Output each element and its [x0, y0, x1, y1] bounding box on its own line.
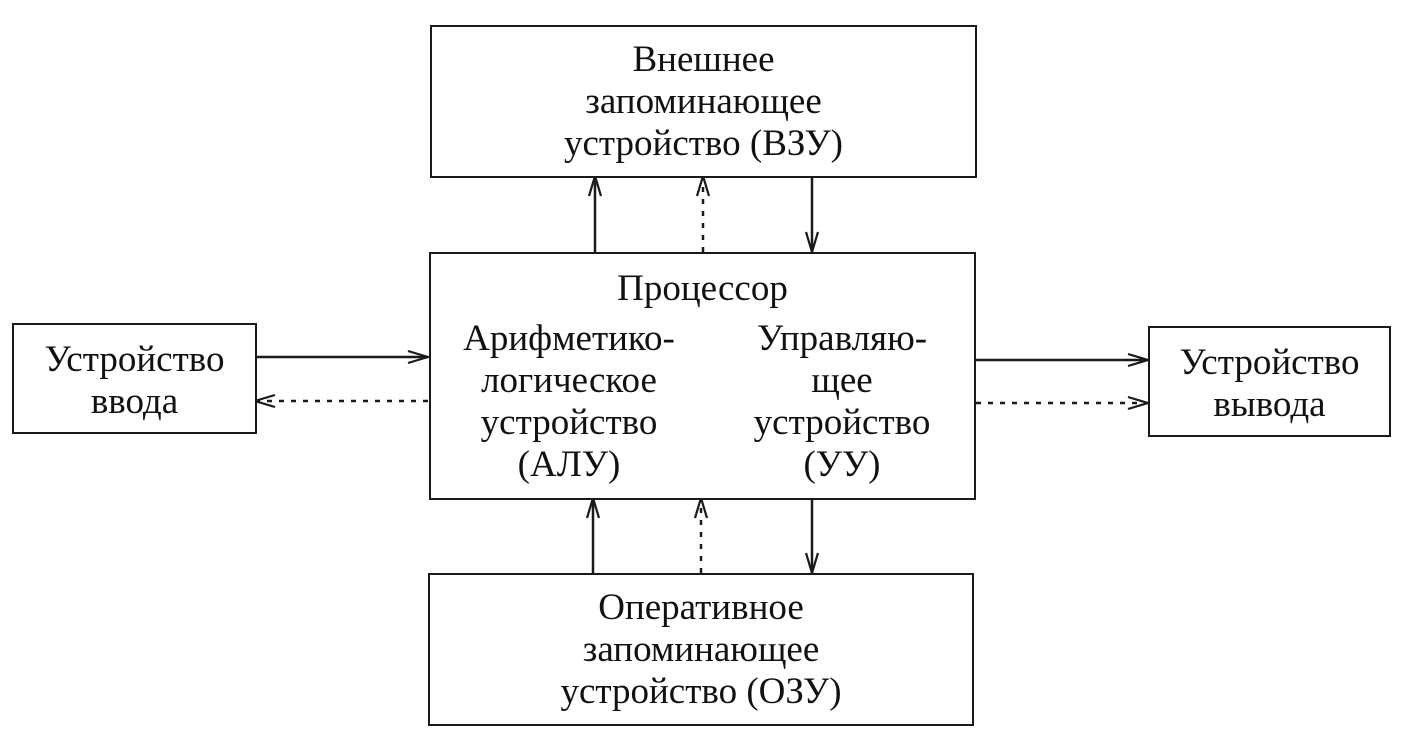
alu-line-2: логическое [481, 360, 657, 401]
alu-line-1: Арифметико- [463, 318, 675, 359]
control-unit-line-4: (УУ) [803, 444, 881, 485]
output-device-label: Устройство вывода [1150, 342, 1389, 426]
external-memory-line-3: устройство (ВЗУ) [563, 123, 844, 164]
alu-line-4: (АЛУ) [517, 444, 621, 485]
input-device-line-2: ввода [90, 381, 179, 422]
processor-title-text: Процессор [617, 268, 788, 309]
ram-line-2: запоминающее [582, 629, 820, 670]
control-unit-line-2: щее [811, 360, 873, 401]
processor-title: Процессор [431, 268, 974, 310]
ram-line-3: устройство (ОЗУ) [560, 671, 842, 712]
output-device-line-2: вывода [1213, 384, 1326, 425]
ram-line-1: Оперативное [598, 587, 804, 628]
processor-box: Процессор Арифметико- логическое устройс… [429, 252, 976, 500]
output-device-line-1: Устройство [1179, 342, 1360, 383]
control-unit-line-3: устройство [753, 402, 931, 443]
external-memory-line-1: Внешнее [632, 39, 775, 80]
input-device-label: Устройство ввода [14, 339, 255, 423]
alu-line-3: устройство [480, 402, 658, 443]
external-memory-label: Внешнее запоминающее устройство (ВЗУ) [432, 39, 975, 165]
input-device-box: Устройство ввода [12, 323, 257, 434]
external-memory-box: Внешнее запоминающее устройство (ВЗУ) [430, 25, 977, 178]
control-unit-line-1: Управляю- [756, 318, 928, 359]
output-device-box: Устройство вывода [1148, 326, 1391, 437]
ram-label: Оперативное запоминающее устройство (ОЗУ… [430, 587, 972, 713]
control-unit-label: Управляю- щее устройство (УУ) [709, 318, 975, 486]
alu-label: Арифметико- логическое устройство (АЛУ) [431, 318, 707, 486]
external-memory-line-2: запоминающее [585, 81, 822, 122]
input-device-line-1: Устройство [44, 339, 225, 380]
ram-box: Оперативное запоминающее устройство (ОЗУ… [428, 573, 974, 726]
